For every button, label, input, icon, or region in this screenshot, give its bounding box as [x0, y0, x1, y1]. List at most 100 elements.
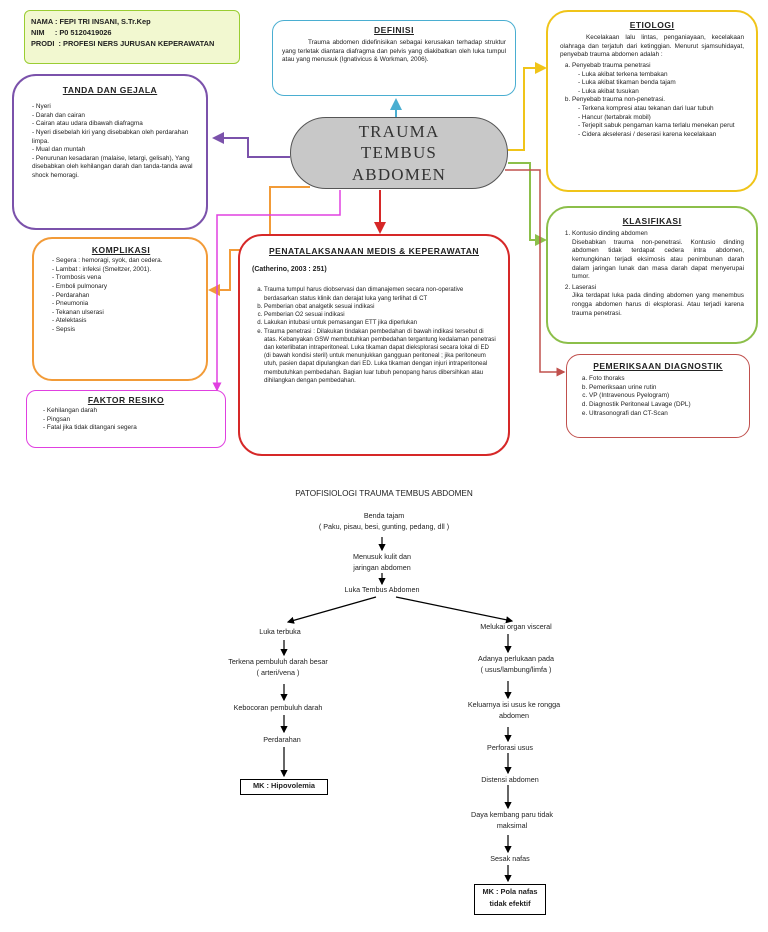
klasifikasi-text: Jika terdapat luka pada dinding abdomen … — [572, 292, 744, 317]
komplikasi-item: Lambat : infeksi (Smeltzer, 2001). — [52, 266, 172, 275]
etiologi-item: Terkena kompresi atau tekanan dari luar … — [578, 105, 744, 114]
komplikasi-item: Atelektasis — [52, 317, 172, 326]
tanda-item: Darah dan cairan — [32, 112, 194, 121]
patofisiologi-title: PATOFISIOLOGI TRAUMA TEMBUS ABDOMEN — [295, 489, 473, 498]
klasifikasi-label: Laserasi — [572, 283, 597, 291]
identity-box: NAMA : FEPI TRI INSANI, S.Tr.Kep NIM : P… — [24, 10, 240, 64]
etiologi-box: ETIOLOGI Kecelakaan lalu lintas, pengani… — [546, 10, 758, 192]
identity-nim: NIM : P0 5120419026 — [31, 28, 112, 38]
penatalaksanaan-title: PENATALAKSANAAN MEDIS & KEPERAWATAN — [268, 246, 479, 256]
flow-text: ( Paku, pisau, besi, gunting, pedang, dl… — [318, 521, 450, 531]
penatalaksanaan-item: Pemberian O2 sesuai indikasi — [264, 311, 496, 319]
faktor-item: Fatal jika tidak ditangani segera — [43, 424, 215, 433]
mk-hipovolemia: MK : Hipovolemia — [240, 779, 328, 795]
komplikasi-item: Sepsis — [52, 326, 172, 335]
penatalaksanaan-item: Lakukan intubasi untuk pemasangan ETT ji… — [264, 319, 496, 327]
penatalaksanaan-item: Trauma penetrasi : Dilakukan tindakan pe… — [264, 328, 496, 386]
flow-text: maksimal — [496, 820, 528, 830]
mk-text: tidak efektif — [489, 898, 531, 908]
identity-prodi: PRODI : PROFESI NERS JURUSAN KEPERAWATAN — [31, 39, 215, 49]
etiologi-item: Hancur (tertabrak mobil) — [578, 114, 744, 123]
penatalaksanaan-source: (Catherino, 2003 : 251) — [252, 266, 327, 273]
pemeriksaan-box: PEMERIKSAAN DIAGNOSTIK Foto thoraks Peme… — [566, 354, 750, 438]
tanda-gejala-list: Nyeri Darah dan cairan Cairan atau udara… — [26, 103, 194, 181]
faktor-resiko-list: Kehilangan darah Pingsan Fatal jika tida… — [37, 407, 215, 433]
flow-isi-usus: Keluarnya isi usus ke rongga abdomen — [468, 700, 560, 722]
tanda-item: Mual dan muntah — [32, 146, 194, 155]
komplikasi-title: KOMPLIKASI — [91, 245, 151, 255]
tanda-item: Nyeri disebelah kiri yang disebabkan ole… — [32, 129, 194, 146]
tanda-item: Penurunan kesadaran (malaise, letargi, g… — [32, 155, 194, 181]
pemeriksaan-item: VP (Intravenous Pyelogram) — [589, 392, 739, 401]
klasifikasi-text: Disebabkan trauma non-penetrasi. Kontusi… — [572, 238, 744, 281]
etiologi-group: Penyebab trauma non-penetrasi. Terkena k… — [572, 96, 744, 139]
pemeriksaan-item: Foto thoraks — [589, 375, 739, 384]
flow-text: ( arteri/vena ) — [256, 667, 300, 677]
komplikasi-item: Emboli pulmonary — [52, 283, 172, 292]
flow-text: Benda tajam — [363, 511, 405, 520]
flow-text: Daya kembang paru tidak — [471, 810, 553, 819]
flow-distensi: Distensi abdomen — [481, 775, 539, 784]
etiologi-group-label: Penyebab trauma penetrasi — [572, 61, 651, 69]
etiologi-item: Cidera akselerasi / deserasi karena kece… — [578, 131, 744, 140]
etiologi-item: Luka akibat tusukan — [578, 88, 744, 97]
klasifikasi-item: Kontusio dinding abdomen Disebabkan trau… — [572, 230, 744, 282]
tanda-item: Nyeri — [32, 103, 194, 112]
flow-text: abdomen — [499, 710, 529, 720]
komplikasi-item: Pneumonia — [52, 300, 172, 309]
etiologi-list: Penyebab trauma penetrasi Luka akibat te… — [560, 62, 744, 140]
flow-text: Keluarnya isi usus ke rongga — [467, 700, 561, 709]
pemeriksaan-item: Pemeriksaan urine rutin — [589, 384, 739, 393]
flow-sesak: Sesak nafas — [490, 854, 530, 863]
pemeriksaan-item: Ultrasonografi dan CT-Scan — [589, 410, 739, 419]
penatalaksanaan-box: PENATALAKSANAAN MEDIS & KEPERAWATAN (Cat… — [238, 234, 510, 456]
flow-perlukaan: Adanya perlukaan pada ( usus/lambung/lim… — [478, 654, 554, 676]
klasifikasi-title: KLASIFIKASI — [622, 216, 682, 226]
flow-text: Terkena pembuluh darah besar — [228, 657, 328, 666]
flow-luka-terbuka: Luka terbuka — [259, 627, 301, 636]
komplikasi-list: Segera : hemoragi, syok, dan cedera. Lam… — [46, 257, 172, 335]
mk-pola-nafas: MK : Pola nafas tidak efektif — [474, 884, 546, 915]
pemeriksaan-item: Diagnostik Peritoneal Lavage (DPL) — [589, 401, 739, 410]
etiologi-item: Luka akibat terkena tembakan — [578, 71, 744, 80]
faktor-item: Kehilangan darah — [43, 407, 215, 416]
pemeriksaan-title: PEMERIKSAAN DIAGNOSTIK — [593, 361, 723, 371]
klasifikasi-box: KLASIFIKASI Kontusio dinding abdomen Dis… — [546, 206, 758, 344]
flow-luka-tembus: Luka Tembus Abdomen — [344, 585, 420, 594]
flow-daya-kembang: Daya kembang paru tidak maksimal — [471, 810, 553, 832]
identity-name: NAMA : FEPI TRI INSANI, S.Tr.Kep — [31, 17, 151, 26]
komplikasi-item: Trombosis vena — [52, 274, 172, 283]
faktor-resiko-title: FAKTOR RESIKO — [87, 395, 165, 405]
faktor-item: Pingsan — [43, 416, 215, 425]
mk-text: MK : Pola nafas — [482, 887, 538, 896]
penatalaksanaan-item: Pemberian obat analgetik sesuai indikasi — [264, 303, 496, 311]
komplikasi-box: KOMPLIKASI Segera : hemoragi, syok, dan … — [32, 237, 208, 381]
komplikasi-item: Tekanan ulserasi — [52, 309, 172, 318]
flow-benda-tajam: Benda tajam ( Paku, pisau, besi, gunting… — [319, 511, 449, 533]
pemeriksaan-list: Foto thoraks Pemeriksaan urine rutin VP … — [577, 375, 739, 418]
komplikasi-item: Perdarahan — [52, 292, 172, 301]
flow-kebocoran: Kebocoran pembuluh darah — [233, 703, 323, 712]
tanda-gejala-title: TANDA DAN GEJALA — [62, 85, 158, 95]
definisi-text: Trauma abdomen didefinisikan sebagai ker… — [282, 39, 506, 64]
flow-menusuk: Menusuk kulit dan jaringan abdomen — [353, 552, 411, 574]
klasifikasi-label: Kontusio dinding abdomen — [572, 230, 648, 237]
central-title: TRAUMA TEMBUS ABDOMEN — [351, 122, 447, 184]
flow-pembuluh-darah: Terkena pembuluh darah besar ( arteri/ve… — [228, 657, 328, 679]
etiologi-group: Penyebab trauma penetrasi Luka akibat te… — [572, 62, 744, 97]
etiologi-title: ETIOLOGI — [629, 20, 675, 30]
penatalaksanaan-item: Trauma tumpul harus diobservasi dan dima… — [264, 286, 496, 302]
flow-text: jaringan abdomen — [353, 562, 411, 572]
penatalaksanaan-list: Trauma tumpul harus diobservasi dan dima… — [252, 286, 496, 385]
definisi-box: DEFINISI Trauma abdomen didefinisikan se… — [272, 20, 516, 96]
etiologi-item: Luka akibat tikaman benda tajam — [578, 79, 744, 88]
komplikasi-item: Segera : hemoragi, syok, dan cedera. — [52, 257, 172, 266]
flow-melukai-organ: Melukai organ visceral — [480, 622, 552, 631]
tanda-item: Cairan atau udara dibawah diafragma — [32, 120, 194, 129]
flow-text: ( usus/lambung/limfa ) — [480, 664, 552, 674]
tanda-gejala-box: TANDA DAN GEJALA Nyeri Darah dan cairan … — [12, 74, 208, 230]
flow-perdarahan: Perdarahan — [263, 735, 301, 744]
klasifikasi-item: Laserasi Jika terdapat luka pada dinding… — [572, 284, 744, 319]
central-node: TRAUMA TEMBUS ABDOMEN — [290, 117, 508, 189]
etiologi-intro: Kecelakaan lalu lintas, penganiayaan, ke… — [560, 34, 744, 59]
